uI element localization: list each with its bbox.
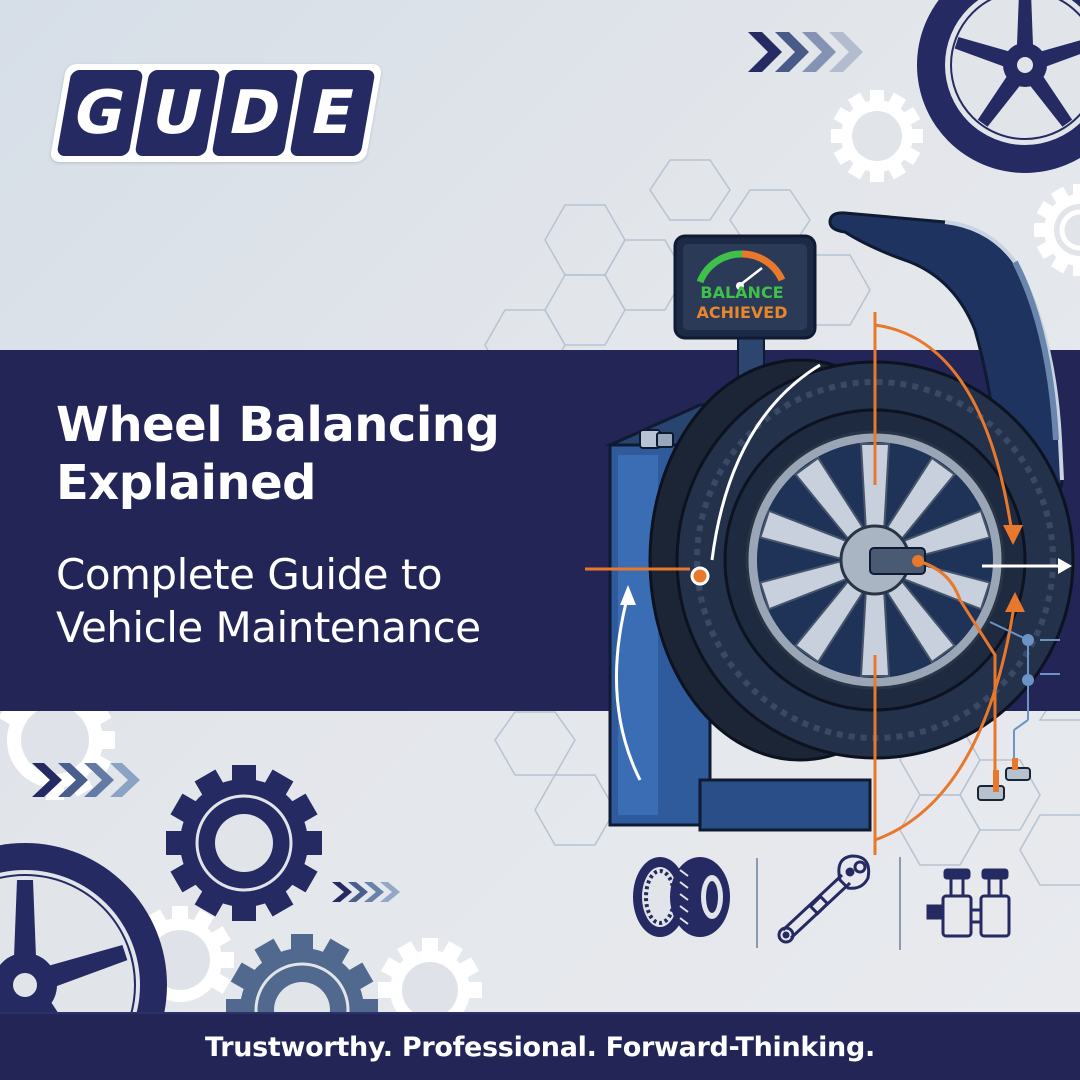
sensor-diagram bbox=[989, 621, 1060, 760]
footer-tagline: Trustworthy. Professional. Forward-Think… bbox=[205, 1031, 875, 1063]
tires-icon bbox=[633, 857, 730, 937]
page-subtitle: Complete Guide to Vehicle Maintenance bbox=[56, 548, 481, 654]
gear-icon-white-bottom-right bbox=[378, 938, 482, 1030]
gear-icon-navy bbox=[166, 765, 322, 921]
gear-icon-white-right bbox=[1034, 184, 1080, 276]
chevrons-left bbox=[32, 763, 140, 797]
page-title: Wheel Balancing Explained bbox=[56, 396, 500, 512]
subtitle-line-2: Vehicle Maintenance bbox=[56, 603, 481, 652]
gear-icon-white-top bbox=[831, 90, 923, 182]
wheel-weights-clamp-icon bbox=[926, 868, 1011, 938]
subtitle-line-1: Complete Guide to bbox=[56, 550, 443, 599]
balancer-shaft bbox=[869, 547, 926, 575]
balance-arrows bbox=[585, 312, 1072, 855]
chevrons-small bbox=[332, 882, 400, 902]
balance-status-display: BALANCE ACHIEVED bbox=[686, 283, 798, 323]
display-line-2: ACHIEVED bbox=[696, 303, 788, 322]
balance-monitor bbox=[673, 234, 817, 340]
display-line-1: BALANCE bbox=[700, 283, 784, 302]
chevrons-top bbox=[748, 32, 863, 72]
ratchet-wrench-icon bbox=[777, 854, 871, 944]
wheel-weights bbox=[977, 758, 1031, 801]
title-line-1: Wheel Balancing bbox=[56, 397, 500, 453]
wheel-icon-top-right bbox=[917, 0, 1080, 173]
title-line-2: Explained bbox=[56, 455, 317, 511]
footer-bar: Trustworthy. Professional. Forward-Think… bbox=[0, 1012, 1080, 1080]
